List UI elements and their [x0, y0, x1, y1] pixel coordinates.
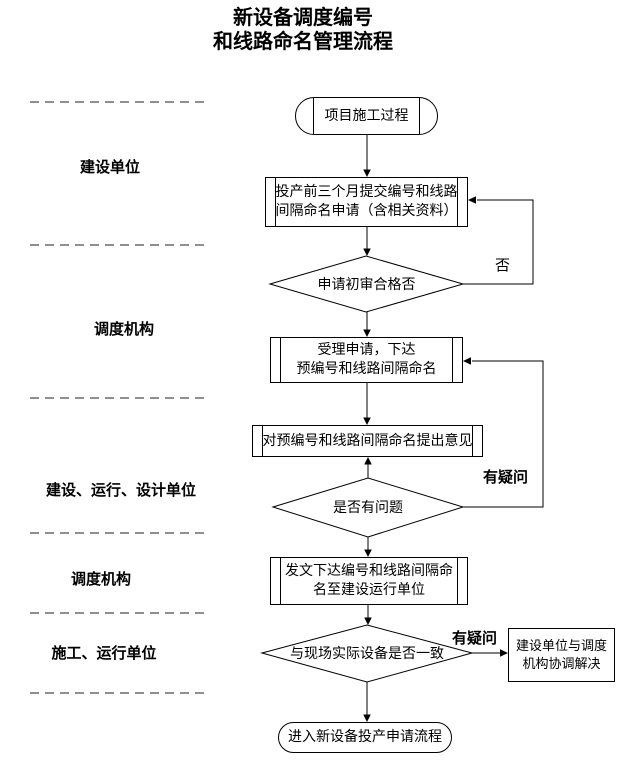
- node-coordinate-line1: 建设单位与调度: [515, 638, 607, 653]
- node-accept-line1: 受理申请，下达: [317, 343, 416, 358]
- lane-divider-1: [30, 101, 205, 103]
- subprocess-side-line: [280, 558, 281, 604]
- lane-label-dispatch-2: 调度机构: [70, 572, 131, 588]
- node-coordinate-resolve: 建设单位与调度 机构协调解决: [508, 628, 615, 682]
- lane-divider-5: [30, 612, 205, 614]
- node-accept-line2: 预编号和线路间隔命名: [296, 362, 437, 377]
- decision-initial-review-label: 申请初审合格否: [317, 278, 416, 293]
- subprocess-side-line: [452, 338, 453, 382]
- arrowhead-consistency-coordinate: [500, 649, 508, 657]
- page-title: 新设备调度编号 和线路命名管理流程: [150, 6, 456, 54]
- decision-has-problem-shape: [271, 477, 465, 538]
- page-title-line2: 和线路命名管理流程: [213, 31, 393, 53]
- arrowhead-consistency-end: [363, 714, 371, 722]
- terminator-cap-line: [313, 98, 314, 134]
- arrowhead-doubt-loop: [463, 357, 471, 365]
- edge-label-doubt-top: 有疑问: [483, 470, 529, 486]
- subprocess-side-line: [457, 178, 458, 226]
- arrowhead-review-accept: [363, 329, 371, 337]
- lane-label-construction: 建设单位: [79, 160, 140, 176]
- arrowhead-accept-opinion: [363, 417, 371, 425]
- arrowhead-start-submit: [363, 169, 371, 177]
- edge-no-loop: [463, 199, 534, 285]
- node-start-label: 项目施工过程: [324, 108, 409, 124]
- node-start: 项目施工过程: [295, 97, 438, 135]
- lane-divider-3: [30, 397, 205, 399]
- page-title-line1: 新设备调度编号: [233, 7, 373, 29]
- decision-has-problem-label: 是否有问题: [333, 501, 403, 516]
- edge-doubt-loop: [463, 360, 544, 508]
- subprocess-side-line: [275, 178, 276, 226]
- lane-label-operation: 施工、运行单位: [51, 646, 157, 662]
- arrowhead-no-loop: [468, 196, 476, 204]
- node-end-label: 进入新设备投产申请流程: [288, 730, 442, 745]
- node-issue-line2: 名至建设运行单位: [313, 583, 425, 598]
- lane-divider-6: [30, 692, 205, 694]
- subprocess-side-line: [280, 338, 281, 382]
- lane-divider-4: [30, 532, 205, 534]
- edge-label-no: 否: [495, 258, 511, 274]
- node-coordinate-line2: 机构协调解决: [522, 656, 601, 671]
- decision-initial-review-shape: [268, 255, 465, 313]
- node-issue-line1: 发文下达编号和线路间隔命: [285, 564, 453, 579]
- node-submit-application: 投产前三个月提交编号和线路 间隔命名申请（含相关资料）: [265, 177, 468, 227]
- node-raise-opinion: 对预编号和线路间隔命名提出意见: [252, 425, 483, 457]
- node-submit-line2: 间隔命名申请（含相关资料）: [275, 204, 458, 219]
- lane-label-dispatch-1: 调度机构: [93, 322, 154, 338]
- arrowhead-problem-opinion: [364, 457, 372, 465]
- decision-consistency-shape: [260, 624, 474, 683]
- decision-consistency-label: 与现场实际设备是否一致: [290, 647, 444, 662]
- edge-label-doubt-bottom: 有疑问: [452, 631, 498, 647]
- lane-label-design: 建设、运行、设计单位: [45, 483, 196, 499]
- arrowhead-submit-review: [363, 248, 371, 256]
- subprocess-side-line: [472, 426, 473, 456]
- arrowhead-issue-consistency: [364, 617, 372, 625]
- node-accept-application: 受理申请，下达 预编号和线路间隔命名: [270, 337, 463, 383]
- terminator-cap-line: [419, 98, 420, 134]
- subprocess-side-line: [262, 426, 263, 456]
- node-submit-line1: 投产前三个月提交编号和线路: [275, 185, 458, 200]
- node-end: 进入新设备投产申请流程: [278, 722, 452, 753]
- arrowhead-problem-issue: [364, 549, 372, 557]
- subprocess-side-line: [457, 558, 458, 604]
- lane-divider-2: [30, 244, 205, 246]
- node-issue-document: 发文下达编号和线路间隔命 名至建设运行单位: [270, 557, 468, 605]
- node-raise-opinion-label: 对预编号和线路间隔命名提出意见: [262, 433, 473, 449]
